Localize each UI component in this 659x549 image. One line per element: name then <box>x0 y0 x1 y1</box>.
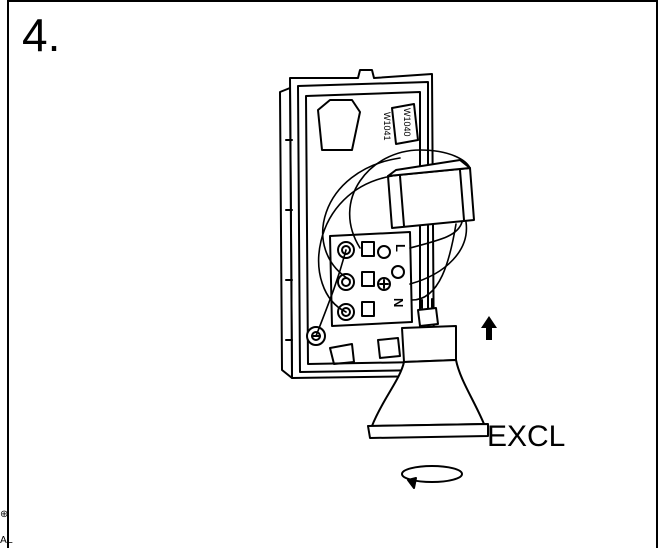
gu10-lamp <box>367 298 489 439</box>
edge-text: AL <box>0 535 13 546</box>
lamp-holder <box>387 159 475 229</box>
rotate-arrow-icon <box>401 465 463 489</box>
terminal-label-n: N <box>391 298 406 307</box>
wires <box>315 149 471 337</box>
model-code-2: W1040 <box>402 108 412 137</box>
terminal-label-l: L <box>393 244 408 252</box>
up-arrow-icon <box>481 316 497 340</box>
step-number: 4. <box>22 9 61 61</box>
page-frame <box>7 0 658 548</box>
excl-label: EXCL <box>487 420 566 453</box>
earth-symbol-icon: ⊕ <box>0 509 9 520</box>
model-code-1: W1041 <box>382 112 392 141</box>
